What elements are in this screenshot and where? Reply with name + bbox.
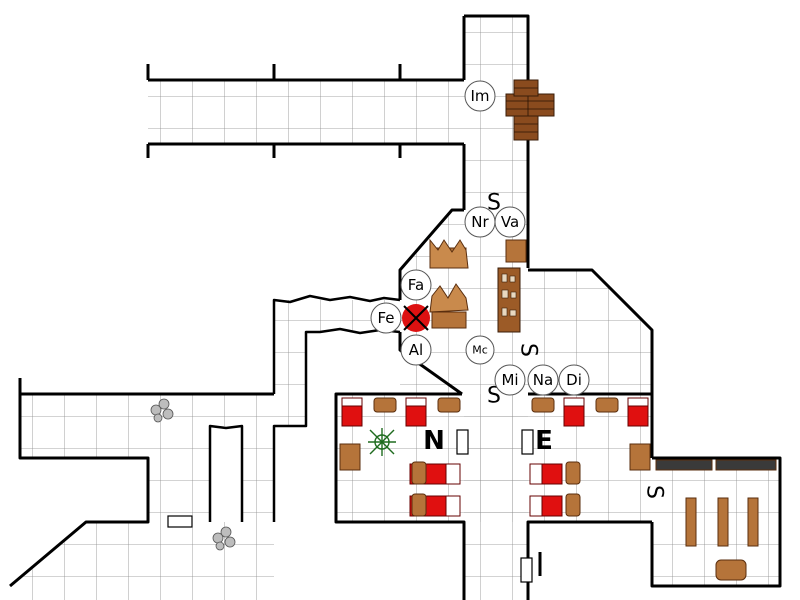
token-nr[interactable]: Nr [464, 206, 496, 238]
token-mi[interactable]: Mi [494, 364, 526, 396]
chest-icon [505, 239, 527, 263]
svg-text:Fe: Fe [377, 309, 394, 327]
walls [9, 14, 782, 600]
table-icon [747, 497, 759, 547]
table-icon [429, 238, 469, 329]
barrels-icon [505, 79, 555, 141]
bed-icon [627, 397, 649, 427]
rubble-icon [150, 398, 174, 423]
table-icon [717, 497, 729, 547]
token-fe[interactable]: Fe [370, 302, 402, 334]
chest-icon [373, 397, 397, 413]
wall-octagon-sw [398, 332, 463, 396]
wall-hall-bottom-right [526, 520, 652, 600]
spider-web-icon [368, 428, 396, 456]
svg-text:Di: Di [566, 371, 582, 389]
chest-icon [629, 443, 651, 471]
chest-icon [565, 461, 581, 485]
token-di[interactable]: Di [558, 364, 590, 396]
wall-cave-west-top [18, 380, 274, 396]
doors [167, 429, 542, 583]
secret-door-label[interactable]: S [487, 191, 501, 216]
svg-text:Al: Al [409, 341, 423, 359]
secret-door-label[interactable]: S [642, 485, 667, 499]
wall-cave-pillar [208, 424, 244, 522]
floor-southwest-room [10, 522, 274, 600]
floor-great-hall [336, 394, 652, 522]
chest-icon [411, 493, 427, 517]
token-al[interactable]: Al [400, 334, 432, 366]
token-na[interactable]: Na [527, 364, 559, 396]
chest-icon [411, 461, 427, 485]
chest-icon [531, 397, 555, 413]
bookshelf-icon [497, 267, 521, 333]
svg-text:Na: Na [533, 371, 553, 389]
wall-corridor-top [464, 14, 530, 268]
door-icon[interactable] [456, 429, 469, 455]
chests [339, 397, 651, 517]
svg-text:Fa: Fa [408, 276, 424, 294]
rubble-icon [212, 526, 236, 551]
bed-icon [529, 463, 563, 485]
svg-text:Im: Im [470, 87, 489, 105]
token-fa[interactable]: Fa [400, 269, 432, 301]
secret-door-label[interactable]: S [487, 384, 501, 409]
token-im[interactable]: Im [464, 80, 496, 112]
wall-hall-top-left [334, 392, 466, 600]
chest-icon [339, 443, 361, 471]
secret-door-label[interactable]: S [516, 343, 541, 357]
door-icon[interactable] [167, 515, 193, 528]
room-letter-north: N [423, 426, 445, 456]
bed-icon [563, 397, 585, 427]
chest-icon [715, 559, 747, 581]
chest-icon [565, 493, 581, 517]
chest-icon [437, 397, 461, 413]
chest-icon [595, 397, 619, 413]
token-va[interactable]: Va [494, 206, 526, 238]
wall-store-room [650, 456, 782, 588]
table-icon [685, 497, 697, 547]
door-icon[interactable] [521, 429, 534, 455]
wall-octagon-nw [398, 208, 464, 300]
bed-icon [529, 495, 563, 517]
store-room-furniture [655, 459, 777, 581]
kill-marker-icon [402, 304, 430, 332]
bed-icon [405, 397, 427, 427]
door-icon[interactable] [520, 557, 533, 583]
tokens: Im Nr Va Fa Fe Al Mc Mi Na Di [370, 80, 590, 396]
wall-cave-west-bottom [9, 394, 150, 588]
svg-text:Mi: Mi [501, 371, 518, 389]
bookshelf-icon [715, 459, 777, 471]
bed-icon [341, 397, 363, 427]
wall-cave-inner [272, 327, 401, 522]
secret-doors: S S S S [487, 191, 666, 499]
svg-text:Va: Va [501, 213, 519, 231]
wall-cave-top [272, 294, 401, 394]
svg-text:Mc: Mc [472, 344, 488, 357]
floor-west-corridor [148, 80, 464, 144]
svg-text:Nr: Nr [471, 213, 489, 231]
token-mc[interactable]: Mc [465, 335, 495, 365]
room-letter-east: E [535, 426, 553, 456]
bookshelf-icon [655, 459, 713, 471]
west-corridor-ticks [18, 64, 402, 394]
